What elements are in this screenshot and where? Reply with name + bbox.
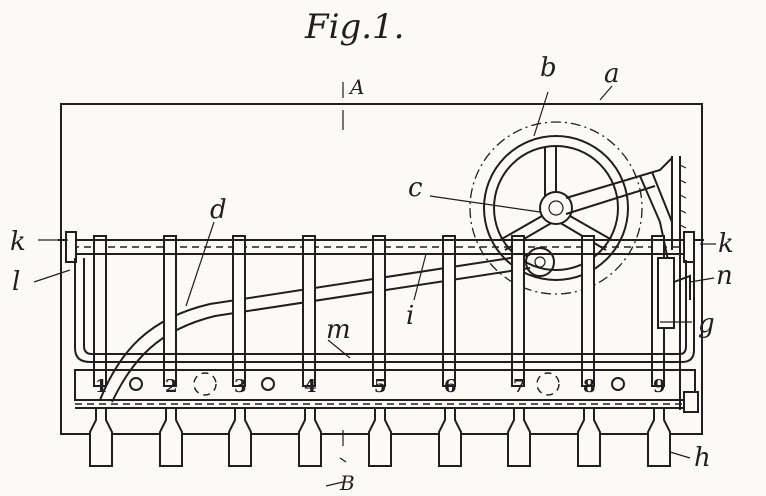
- bar-i-bottom: [111, 267, 531, 403]
- leader-i: [413, 253, 427, 301]
- spring-n: [673, 274, 691, 300]
- label-a: a: [604, 59, 620, 89]
- finger-4: [302, 235, 316, 387]
- strip-hole-3: [611, 377, 625, 391]
- linkage-lever-2: [651, 171, 673, 223]
- finger-2: [163, 235, 177, 387]
- bottle-8: [577, 407, 601, 467]
- label-c: c: [408, 173, 423, 203]
- slot-number-3: 3: [234, 376, 247, 397]
- bar-i-top: [99, 254, 531, 401]
- wheel-axle: [548, 200, 564, 216]
- linkage-arm-bottom: [565, 185, 656, 215]
- bottles: [89, 407, 671, 467]
- cam-disc: [525, 247, 555, 277]
- finger-7: [511, 235, 525, 387]
- label-l: l: [12, 267, 20, 297]
- leader-n: [689, 277, 715, 283]
- strip-hole-2: [261, 377, 275, 391]
- bottle-9: [647, 407, 671, 467]
- wheel-outline: [469, 121, 643, 295]
- bottle-2: [159, 407, 183, 467]
- strip-hole-dashed-2: [536, 372, 560, 396]
- section-line-bottom-2: [339, 457, 347, 463]
- bottle-7: [507, 407, 531, 467]
- rail-end-right: [683, 231, 695, 263]
- bottle-1: [89, 407, 113, 467]
- slot-number-6: 6: [444, 376, 457, 397]
- wheel-hub: [539, 191, 573, 225]
- cam-pin: [534, 256, 546, 268]
- finger-3: [232, 235, 246, 387]
- leader-b: [533, 91, 549, 137]
- leader-c: [429, 195, 541, 213]
- finger-5: [372, 235, 386, 387]
- label-b: b: [540, 53, 557, 83]
- fingers: [93, 235, 665, 387]
- slot-number-7: 7: [513, 376, 526, 397]
- label-h: h: [694, 443, 711, 473]
- bottle-6: [438, 407, 462, 467]
- strip-hole-dashed-1: [193, 372, 217, 396]
- finger-6: [442, 235, 456, 387]
- strip-hole-1: [129, 377, 143, 391]
- wheel-rim-outer: [483, 135, 629, 281]
- leader-l: [33, 269, 71, 283]
- label-k-left: k: [10, 227, 26, 257]
- leader-m: [327, 339, 351, 359]
- label-g: g: [698, 309, 715, 339]
- slot-number-5: 5: [374, 376, 387, 397]
- slot-number-2: 2: [165, 376, 178, 397]
- lower-bar: [74, 369, 696, 401]
- section-label-b: B: [339, 471, 355, 495]
- slot-number-4: 4: [304, 376, 317, 397]
- leader-h: [669, 451, 691, 459]
- rail-end-left: [65, 231, 77, 263]
- label-n: n: [716, 261, 733, 291]
- section-line-leader: [325, 481, 344, 487]
- bottom-right-clamp: [683, 391, 699, 413]
- bottle-5: [368, 407, 392, 467]
- leader-a: [599, 85, 613, 101]
- finger-8: [581, 235, 595, 387]
- bottle-4: [298, 407, 322, 467]
- latch-g: [657, 257, 675, 329]
- slot-number-1: 1: [95, 376, 108, 397]
- bottle-3: [228, 407, 252, 467]
- leader-d: [185, 221, 215, 307]
- label-m: m: [326, 315, 351, 345]
- label-d: d: [210, 195, 227, 225]
- linkage-arm-top: [565, 157, 673, 199]
- slot-number-9: 9: [653, 376, 666, 397]
- slot-number-8: 8: [583, 376, 596, 397]
- figure-title: Fig.1.: [304, 7, 404, 47]
- label-k-right: k: [718, 229, 734, 259]
- ratchet-teeth: [679, 164, 687, 229]
- finger-1: [93, 235, 107, 387]
- label-i: i: [406, 301, 414, 331]
- section-label-a: A: [348, 75, 364, 99]
